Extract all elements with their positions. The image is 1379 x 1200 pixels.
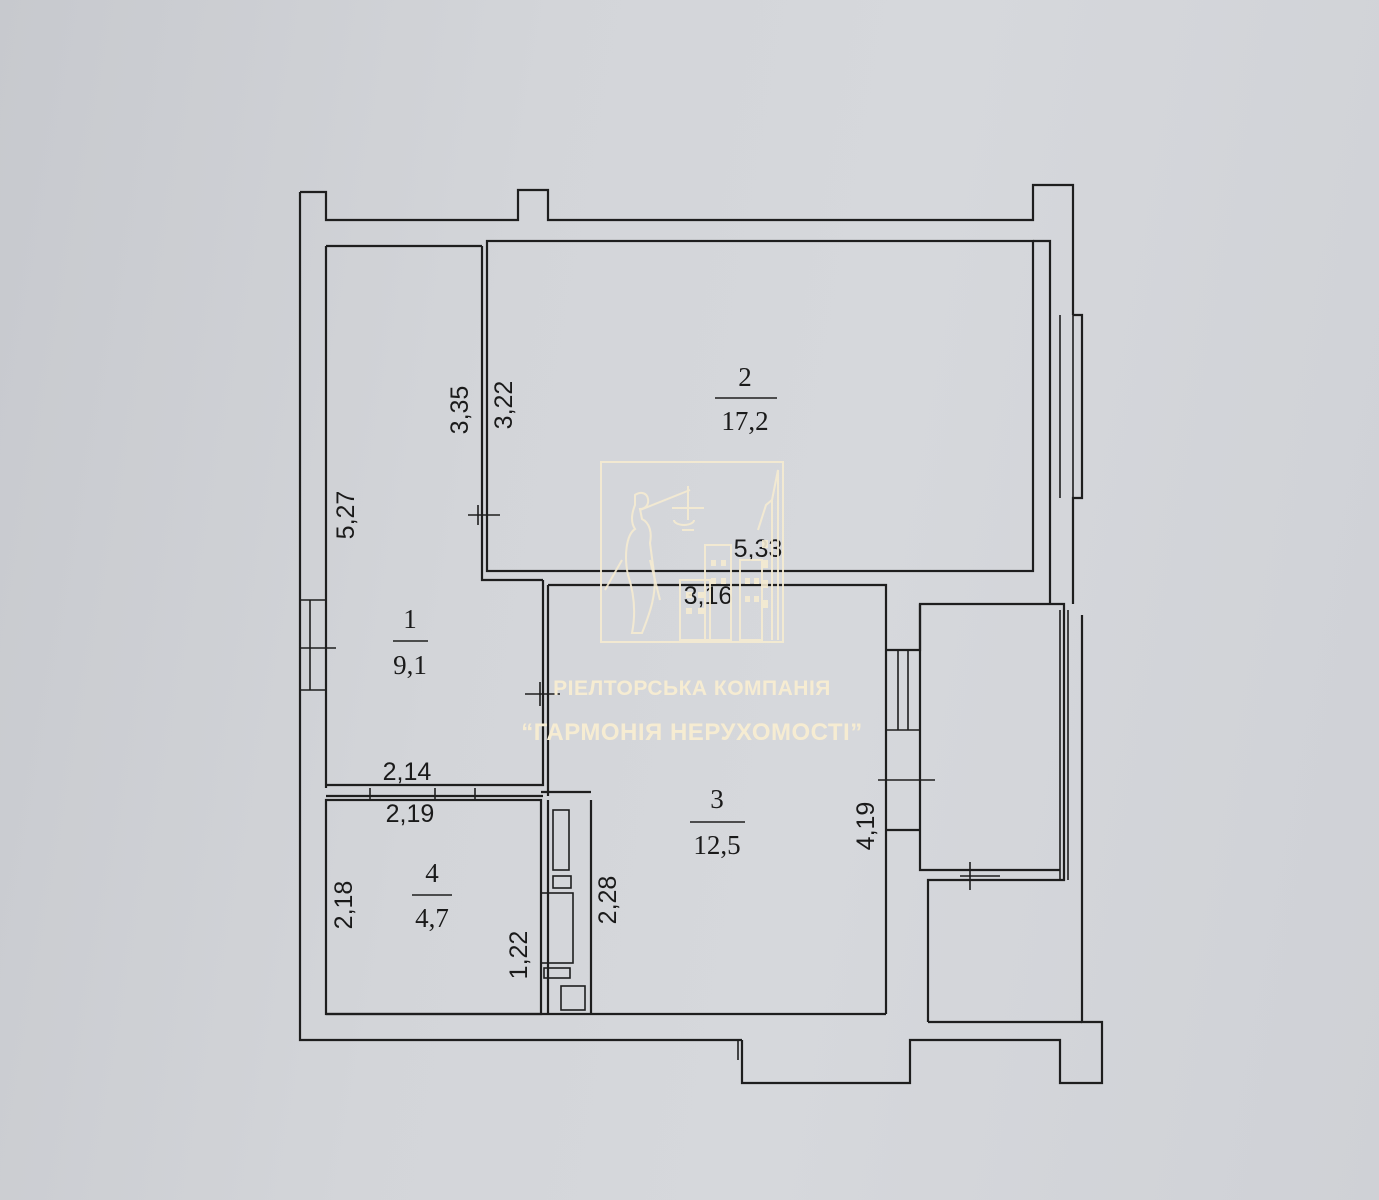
room-2-area: 17,2	[721, 406, 768, 436]
dimension-label: 5,27	[332, 491, 360, 540]
dimension-label: 2,18	[330, 881, 358, 930]
room-2-number: 2	[738, 362, 752, 392]
room-3-area: 12,5	[693, 830, 740, 860]
room-1-area: 9,1	[393, 650, 427, 680]
realty-logo-icon	[600, 461, 784, 643]
room-3-number: 3	[710, 784, 724, 814]
dimension-label: 3,22	[490, 381, 518, 430]
room-3-walls	[546, 583, 888, 1014]
loggia	[886, 602, 1069, 1022]
room-2-label: 2 17,2	[715, 362, 777, 436]
room-1-label: 1 9,1	[393, 604, 428, 680]
room-4-number: 4	[425, 858, 439, 888]
dimension-label: 4,19	[852, 802, 880, 851]
room-3-label: 3 12,5	[690, 784, 745, 860]
dimension-label: 2,19	[386, 800, 435, 828]
room-1-walls	[326, 580, 545, 798]
room-2-walls	[480, 239, 1052, 604]
watermark-line-1: РІЕЛТОРСЬКА КОМПАНІЯ	[553, 677, 831, 700]
dimension-ticks	[300, 505, 1000, 1060]
outer-walls	[298, 183, 1104, 1085]
room-4-label: 4 4,7	[412, 858, 452, 933]
room-4-area: 4,7	[415, 903, 449, 933]
room-1-number: 1	[403, 604, 417, 634]
watermark-line-2: “ГАРМОНІЯ НЕРУХОМОСТІ”	[521, 719, 862, 746]
dimension-label: 3,35	[446, 386, 474, 435]
bathroom-fixtures	[540, 790, 591, 1014]
dimension-label: 1,22	[505, 931, 533, 980]
window-left	[299, 599, 326, 691]
dimension-label: 2,28	[594, 876, 622, 925]
dimension-label: 5,33	[734, 535, 783, 563]
dimension-label: 2,14	[383, 758, 432, 786]
